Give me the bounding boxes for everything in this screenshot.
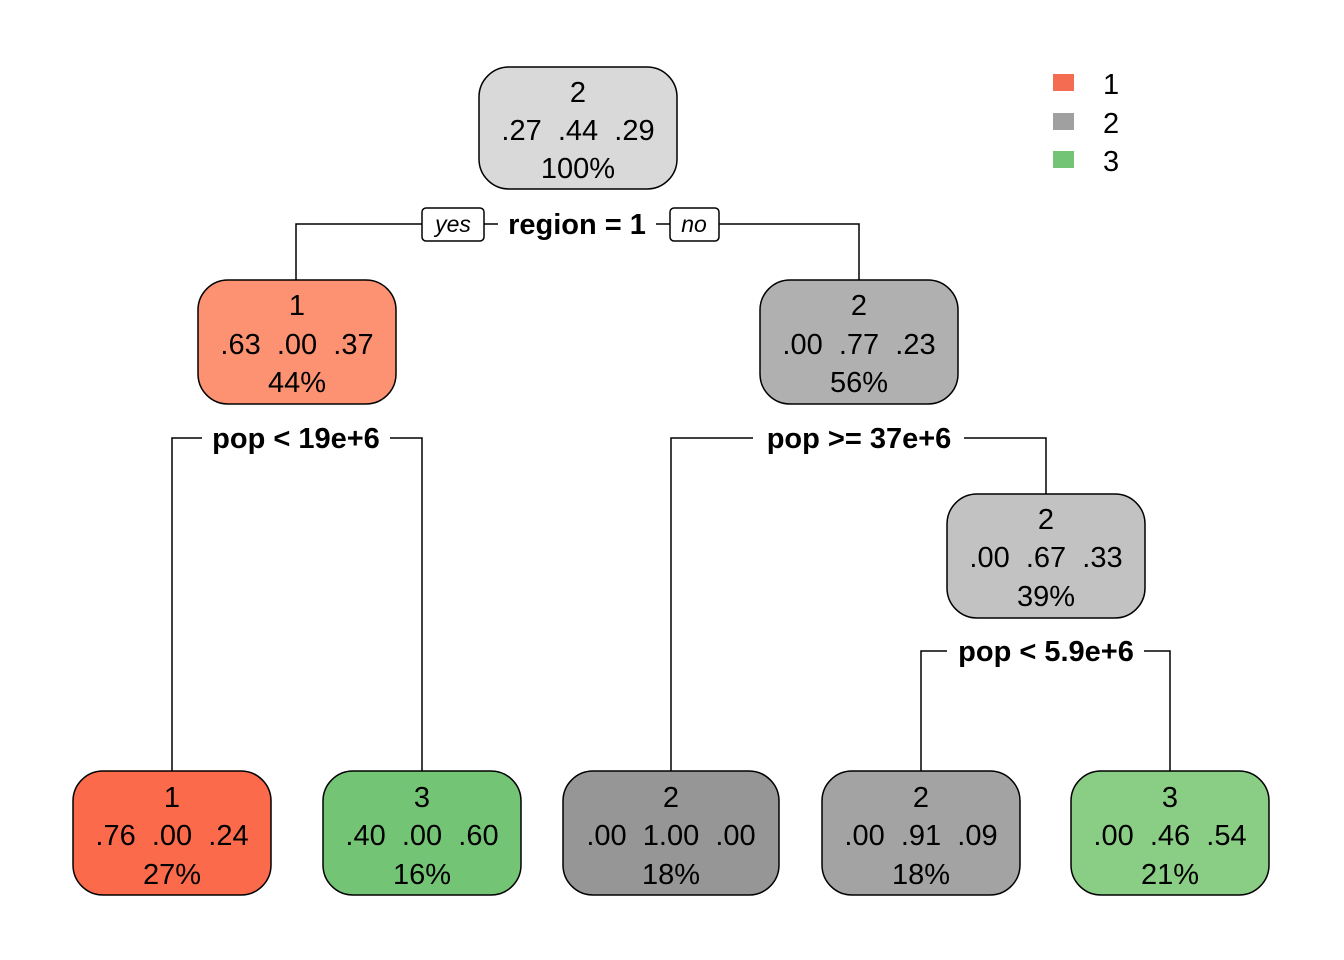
node-probs: .00 .46 .54: [1093, 820, 1246, 852]
no-label: no: [681, 211, 707, 237]
node-class: 2: [913, 782, 929, 814]
tree-node-n8: 2 .00 .91 .09 18%: [821, 770, 1021, 896]
legend: 1 2 3: [1053, 69, 1119, 178]
node-class: 1: [164, 782, 180, 814]
tree-node-n2: 1 .63 .00 .37 44%: [197, 279, 397, 405]
legend-swatch-3: [1053, 151, 1074, 168]
node-box: [322, 770, 522, 896]
edge-n3-n7: [964, 437, 1047, 494]
node-pct: 56%: [830, 367, 888, 399]
tree-node-n4: 1 .76 .00 .24 27%: [72, 770, 272, 896]
node-box: [1070, 770, 1270, 896]
node-box: [562, 770, 780, 896]
split-label-s4: pop < 5.9e+6: [958, 636, 1134, 668]
node-class: 2: [851, 290, 867, 322]
node-probs: .00 1.00 .00: [586, 820, 755, 852]
node-pct: 27%: [143, 859, 201, 891]
tree-edges: [171, 223, 1171, 771]
no-label-box: no: [669, 207, 720, 242]
node-pct: 39%: [1017, 581, 1075, 613]
split-label-s1: region = 1: [508, 209, 646, 241]
tree-node-n1: 2 .27 .44 .29 100%: [478, 66, 678, 190]
node-probs: .40 .00 .60: [345, 820, 498, 852]
node-probs: .27 .44 .29: [501, 115, 654, 147]
node-probs: .76 .00 .24: [95, 820, 248, 852]
node-box: [821, 770, 1021, 896]
node-pct: 16%: [393, 859, 451, 891]
tree-node-n3: 2 .00 .77 .23 56%: [759, 279, 959, 405]
tree-node-n7: 2 .00 .67 .33 39%: [946, 493, 1146, 619]
node-class: 2: [1038, 504, 1054, 536]
node-pct: 44%: [268, 367, 326, 399]
edge-n2-n5: [390, 437, 423, 771]
node-box: [759, 279, 959, 405]
tree-node-n5: 3 .40 .00 .60 16%: [322, 770, 522, 896]
edge-n1-n3: [719, 223, 860, 280]
split-label-s2: pop < 19e+6: [212, 423, 380, 455]
legend-label-1: 1: [1103, 69, 1119, 101]
node-probs: .00 .77 .23: [782, 329, 935, 361]
split-label-s3: pop >= 37e+6: [767, 423, 952, 455]
node-probs: .00 .67 .33: [969, 542, 1122, 574]
node-class: 3: [1162, 782, 1178, 814]
node-class: 3: [414, 782, 430, 814]
node-class: 1: [289, 290, 305, 322]
edge-n2-n4: [171, 437, 202, 771]
node-probs: .00 .91 .09: [844, 820, 997, 852]
node-box: [197, 279, 397, 405]
node-box: [478, 66, 678, 190]
node-pct: 18%: [892, 859, 950, 891]
node-class: 2: [663, 782, 679, 814]
tree-node-n6: 2 .00 1.00 .00 18%: [562, 770, 780, 896]
node-pct: 21%: [1141, 859, 1199, 891]
node-class: 2: [570, 77, 586, 109]
node-pct: 100%: [541, 153, 615, 185]
legend-swatch-2: [1053, 113, 1074, 130]
node-pct: 18%: [642, 859, 700, 891]
legend-label-2: 2: [1103, 108, 1119, 140]
edge-n3-n6: [670, 437, 753, 771]
node-box: [72, 770, 272, 896]
legend-label-3: 3: [1103, 146, 1119, 178]
edge-n7-n9: [1144, 650, 1171, 771]
yes-label-box: yes: [421, 207, 485, 242]
legend-swatch-1: [1053, 74, 1074, 91]
edge-n7-n8: [920, 650, 947, 771]
node-probs: .63 .00 .37: [220, 329, 373, 361]
edge-n1-n2: [295, 223, 422, 280]
yes-label: yes: [433, 211, 471, 237]
node-box: [946, 493, 1146, 619]
tree-node-n9: 3 .00 .46 .54 21%: [1070, 770, 1270, 896]
